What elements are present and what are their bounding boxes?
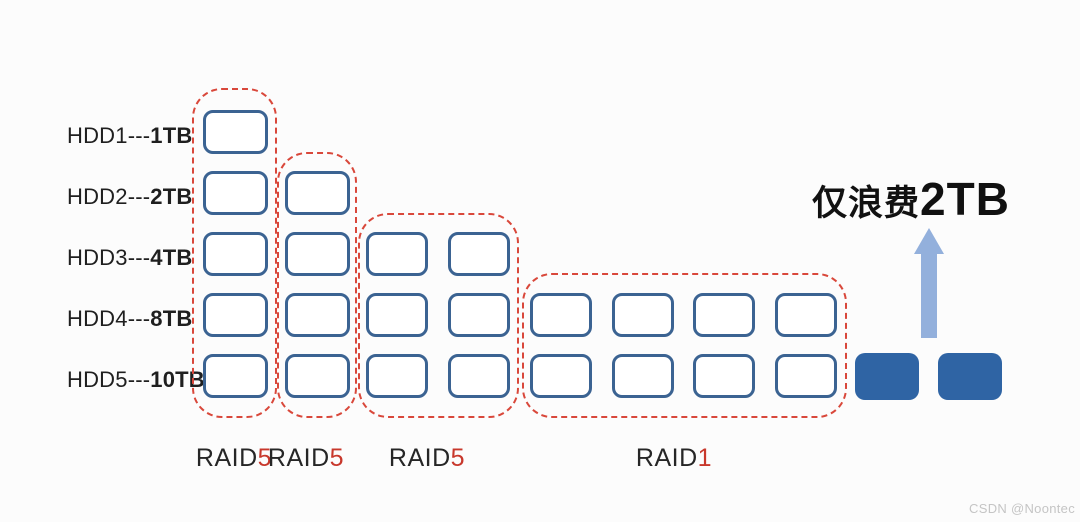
raid-label-text: RAID [388,444,451,472]
hdd-name: HDD4 [67,306,128,331]
hdd-row-label-2: HDD2---2TB [67,184,192,210]
disk-block [285,232,350,276]
disk-block [530,293,592,337]
raid5-group-3-label: RAID5 [389,444,465,473]
raid5-group-2-outline [277,152,357,418]
hdd-size: 8 [150,306,163,331]
hdd-row-label-4: HDD4---8TB [67,306,192,332]
disk-block [693,354,755,398]
raid-level-number: 5 [329,444,345,472]
hdd-row-label-5: HDD5---10TB [67,367,205,393]
disk-block [612,354,674,398]
disk-block [612,293,674,337]
disk-block [366,232,428,276]
hdd-name: HDD3 [67,245,128,270]
disk-block [203,232,268,276]
disk-block [530,354,592,398]
disk-block [203,110,268,154]
raid5-group-3-outline [358,213,519,418]
disk-block [448,232,510,276]
disk-block [203,171,268,215]
disk-block [448,293,510,337]
disk-block [366,293,428,337]
hdd-name: HDD2 [67,184,128,209]
hdd-size: 10 [150,367,176,392]
hdd-unit: TB [162,184,193,209]
raid-level-number: 1 [697,444,713,472]
raid-label-text: RAID [195,444,258,472]
disk-block [775,354,837,398]
wasted-annotation-amount: 2TB [920,173,1010,225]
up-arrow-icon [914,228,944,254]
hdd-name: HDD1 [67,123,128,148]
hdd-unit: TB [175,367,205,392]
hdd-row-label-1: HDD1---1TB [67,123,192,149]
raid5-group-2-label: RAID5 [268,444,344,473]
raid-level-number: 5 [257,444,273,472]
hdd-size: 2 [150,184,163,209]
hdd-separator: --- [127,367,151,392]
disk-block [448,354,510,398]
hdd-row-label-3: HDD3---4TB [67,245,192,271]
wasted-annotation-prefix: 仅浪费 [812,184,921,223]
disk-block [285,293,350,337]
hdd-unit: TB [162,306,193,331]
watermark: CSDN @Noontec [969,501,1075,516]
disk-block [366,354,428,398]
hdd-separator: --- [127,245,151,270]
hdd-size: 1 [150,123,163,148]
hdd-size: 4 [150,245,163,270]
raid5-group-1-label: RAID5 [196,444,272,473]
hdd-separator: --- [127,306,151,331]
disk-block [775,293,837,337]
raid1-group-outline [522,273,847,418]
hdd-separator: --- [127,123,151,148]
disk-block [285,354,350,398]
disk-block [285,171,350,215]
raid-label-text: RAID [635,444,698,472]
hdd-unit: TB [162,245,193,270]
unused-disk-block [938,353,1002,400]
raid5-group-1-outline [192,88,277,418]
raid-label-text: RAID [267,444,330,472]
hdd-name: HDD5 [67,367,128,392]
up-arrow-shaft [921,252,937,338]
hdd-unit: TB [162,123,193,148]
disk-block [203,354,268,398]
unused-disk-block [855,353,919,400]
raid-level-number: 5 [450,444,466,472]
disk-block [693,293,755,337]
raid1-group-label: RAID1 [636,444,712,473]
disk-block [203,293,268,337]
hdd-separator: --- [127,184,151,209]
